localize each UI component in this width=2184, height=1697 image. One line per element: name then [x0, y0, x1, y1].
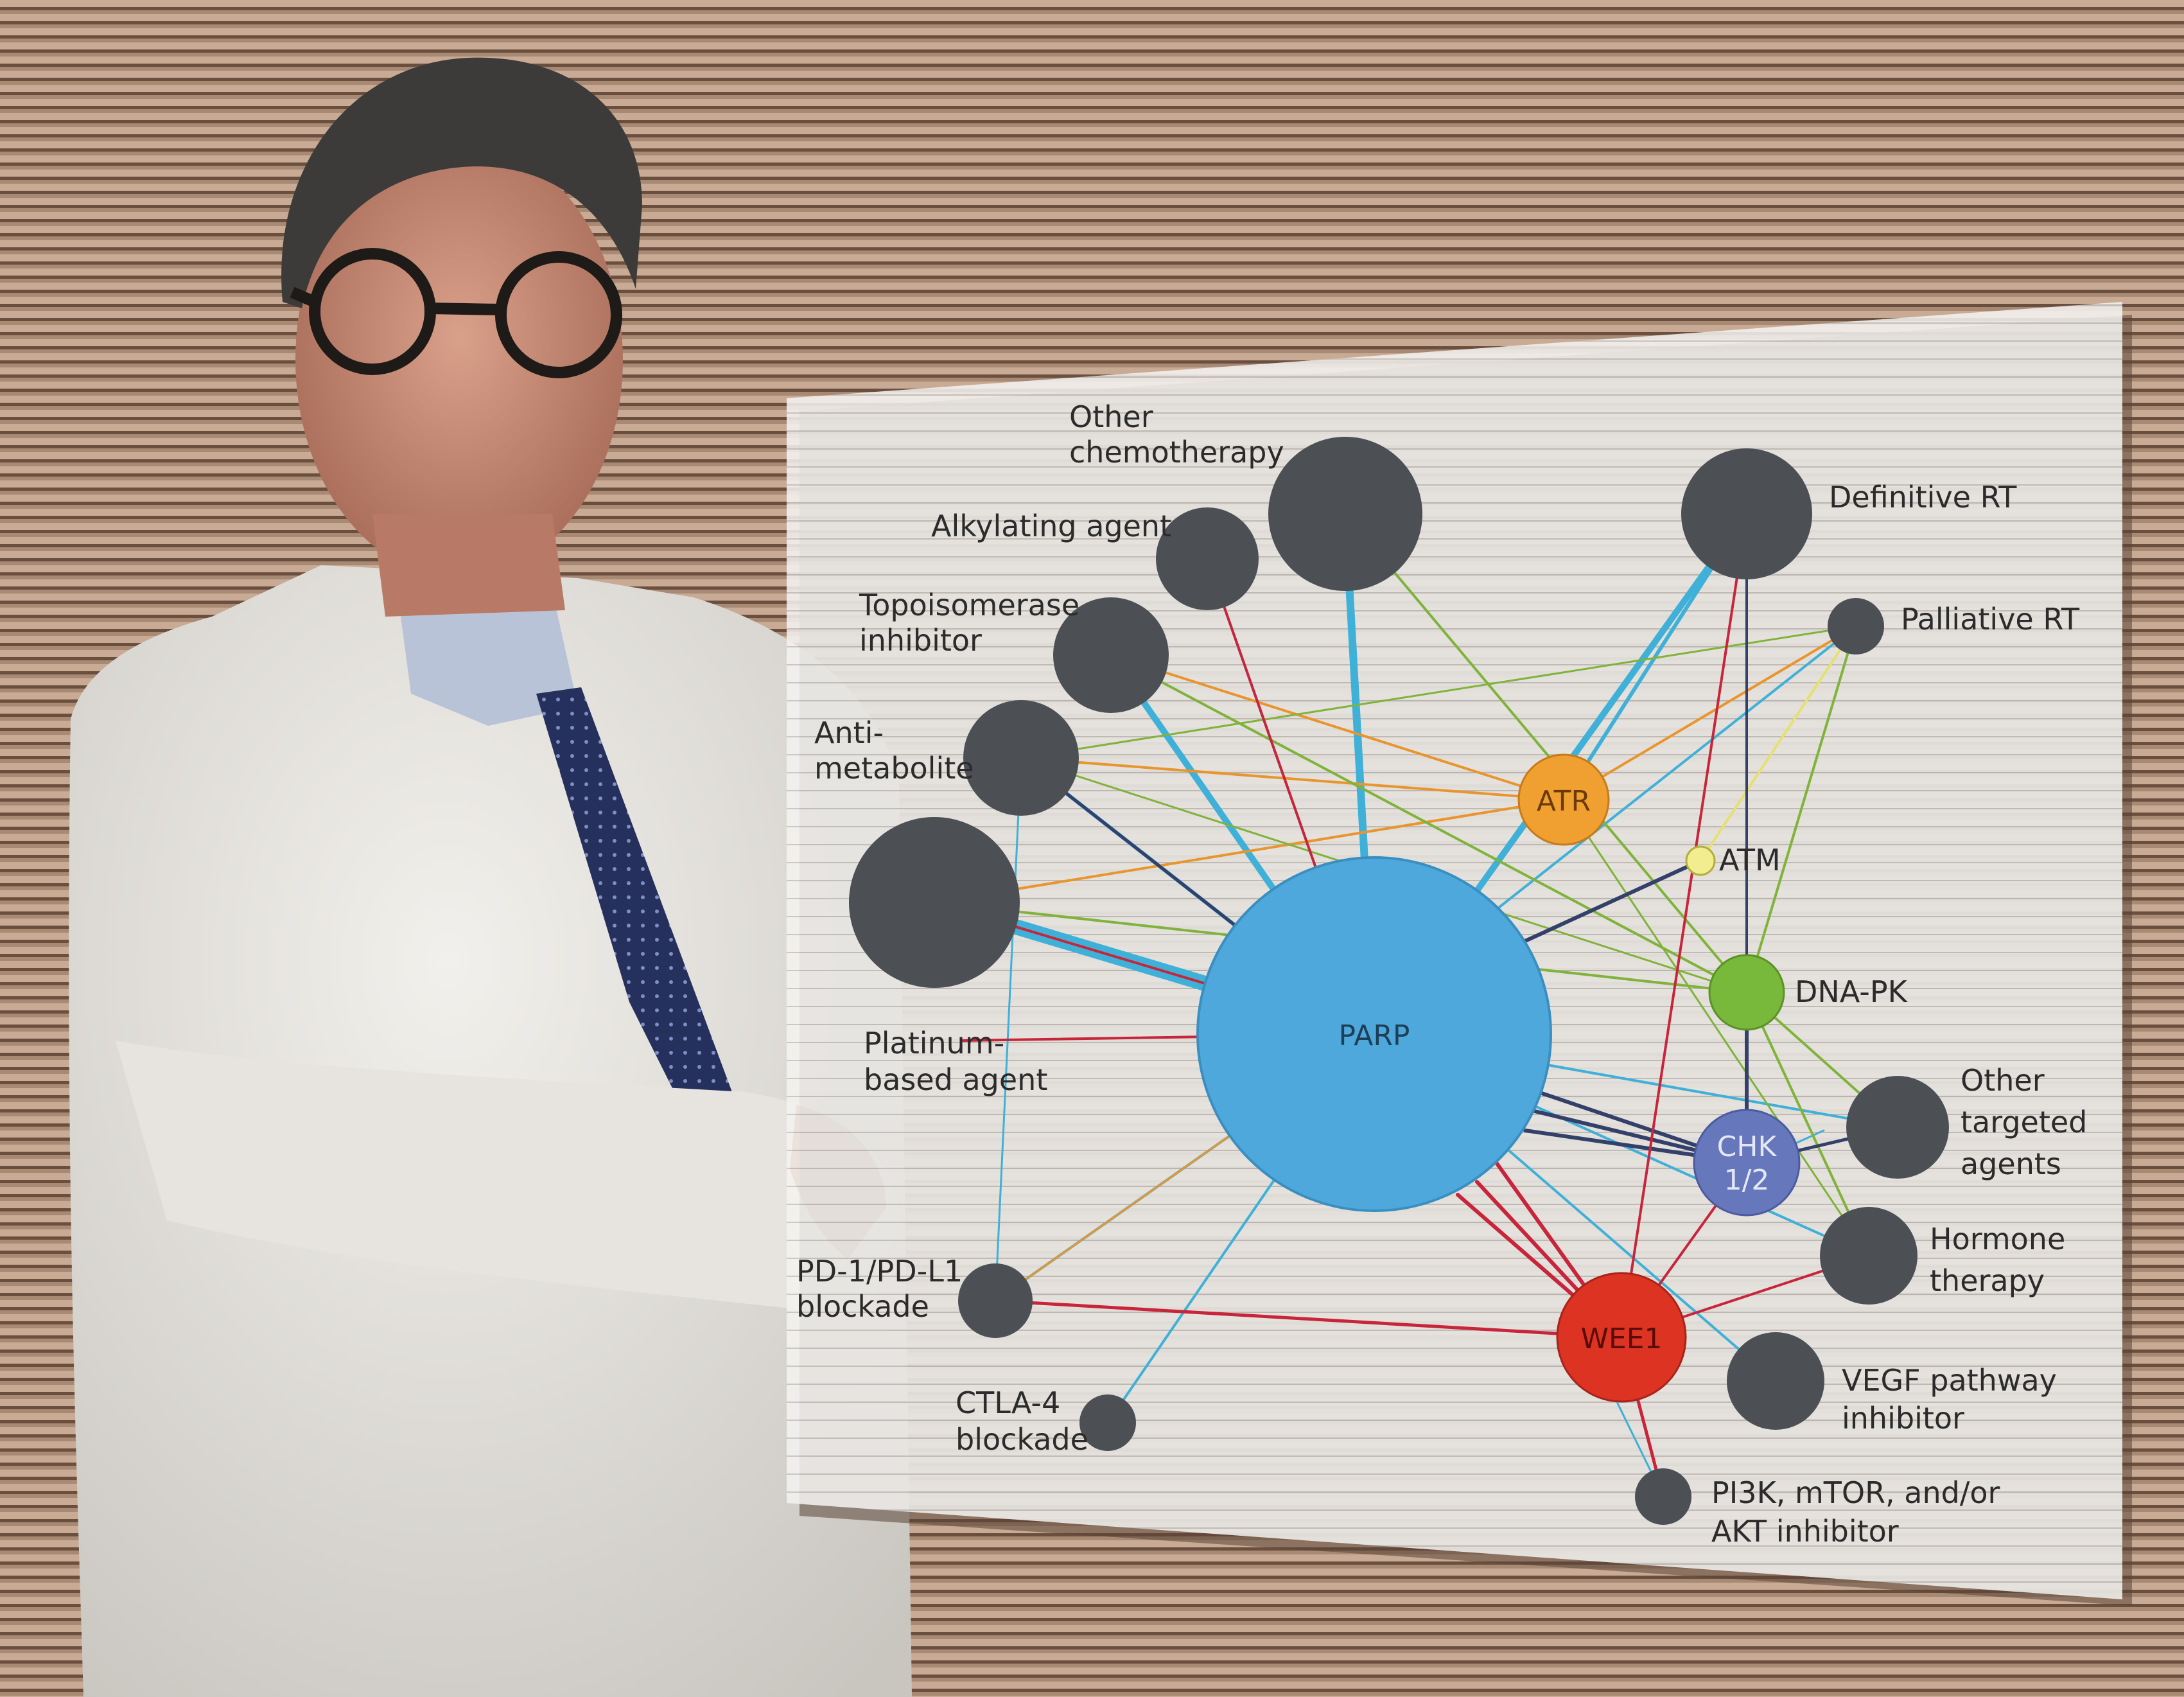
inner-labels: PARP ATR CHK 1/2 WEE1	[1339, 785, 1778, 1355]
node-parp	[1196, 856, 1552, 1212]
label-atr: ATR	[1537, 785, 1591, 818]
edge-parp-atm	[1523, 859, 1702, 943]
edge-atr-platinum	[933, 798, 1565, 904]
node-hormone-therapy	[1820, 1207, 1918, 1305]
label-other-targeted-3: agents	[1961, 1147, 2061, 1181]
label-wee1: WEE1	[1580, 1323, 1662, 1355]
edge-atr-topo	[1110, 654, 1565, 801]
label-vegf-2: inhibitor	[1842, 1401, 1964, 1436]
node-definitive-rt	[1681, 448, 1812, 579]
neck	[372, 514, 565, 617]
label-ctla4-1: CTLA-4	[956, 1385, 1060, 1420]
node-pi3k-inhibitor	[1635, 1468, 1691, 1525]
edge-atm-palrt	[1699, 625, 1857, 862]
edge-pd1-antimet	[994, 757, 1022, 1302]
edge-dnapk-palrt	[1745, 625, 1857, 994]
label-pd1-1: PD-1/PD-L1	[796, 1254, 963, 1288]
label-pi3k-1: PI3K, mTOR, and/or	[1711, 1475, 2000, 1510]
label-other-targeted-2: targeted	[1961, 1105, 2087, 1139]
edge-atr-hormone	[1562, 798, 1870, 1257]
node-chk12	[1693, 1109, 1801, 1217]
tie	[536, 687, 732, 1143]
label-chk-line1: CHK	[1717, 1130, 1778, 1163]
presenter-figure	[69, 57, 913, 1697]
label-pi3k-2: AKT inhibitor	[1711, 1514, 1899, 1549]
label-vegf-1: VEGF pathway	[1842, 1363, 2057, 1398]
label-atm: ATM	[1719, 843, 1781, 877]
label-platinum-2: based agent	[864, 1062, 1047, 1097]
edge-dnapk-otherchemo	[1344, 513, 1748, 994]
label-topo-2: inhibitor	[859, 623, 982, 658]
label-alkylating: Alkylating agent	[931, 509, 1171, 543]
label-other-chemo-2: chemotherapy	[1069, 435, 1284, 470]
hair	[281, 57, 642, 308]
label-pd1-2: blockade	[796, 1289, 929, 1324]
label-definitive-rt: Definitive RT	[1829, 480, 2017, 514]
crossed-arms	[116, 1041, 899, 1317]
label-hormone-2: therapy	[1930, 1263, 2045, 1298]
label-hormone-1: Hormone	[1930, 1222, 2065, 1256]
edge-atr-palrt	[1562, 625, 1857, 801]
node-vegf-inhibitor	[1727, 1332, 1824, 1430]
label-palliative-rt: Palliative RT	[1901, 602, 2080, 637]
node-topoisomerase-inhibitor	[1053, 597, 1169, 713]
glasses	[290, 248, 622, 378]
label-dnapk: DNA-PK	[1795, 974, 1909, 1009]
label-ctla4-2: blockade	[956, 1422, 1088, 1457]
shirt-collar	[398, 591, 578, 726]
node-palliative-rt	[1828, 598, 1884, 655]
label-platinum-1: Platinum-	[864, 1026, 1004, 1060]
label-topo-1: Topoisomerase	[859, 588, 1079, 622]
node-pd1-blockade	[958, 1263, 1033, 1338]
therapy-nodes	[849, 437, 1949, 1525]
label-other-chemo-1: Other	[1069, 400, 1153, 434]
node-alkylating-agent	[1156, 507, 1259, 610]
label-chk-line2: 1/2	[1724, 1164, 1770, 1197]
node-atm	[1685, 845, 1716, 876]
node-ctla4-blockade	[1079, 1394, 1136, 1451]
node-wee1	[1556, 1272, 1687, 1403]
label-antimet-1: Anti-	[814, 716, 884, 750]
edge-wee-pd1	[993, 1299, 1623, 1339]
label-other-targeted-1: Other	[1961, 1063, 2045, 1098]
edge-antimet-palrt	[1020, 625, 1857, 759]
label-antimet-2: metabolite	[814, 751, 974, 786]
edge-wee-defrt	[1620, 513, 1748, 1339]
target-nodes	[1196, 753, 1801, 1403]
node-other-targeted	[1846, 1076, 1949, 1179]
outer-labels: ATM DNA-PK Other chemotherapy Alkylating…	[796, 400, 2087, 1549]
node-other-chemotherapy	[1268, 437, 1422, 591]
label-parp: PARP	[1339, 1019, 1410, 1052]
node-platinum-agent	[849, 817, 1020, 988]
node-atr	[1517, 753, 1610, 846]
node-dnapk	[1708, 954, 1785, 1031]
edge-atr-antimet	[1020, 757, 1565, 801]
network-diagram: PARP ATR CHK 1/2 WEE1 ATM DNA-PK Other c…	[796, 400, 2087, 1549]
node-antimetabolite	[963, 700, 1079, 816]
edge-dnapk-topo	[1110, 654, 1748, 994]
